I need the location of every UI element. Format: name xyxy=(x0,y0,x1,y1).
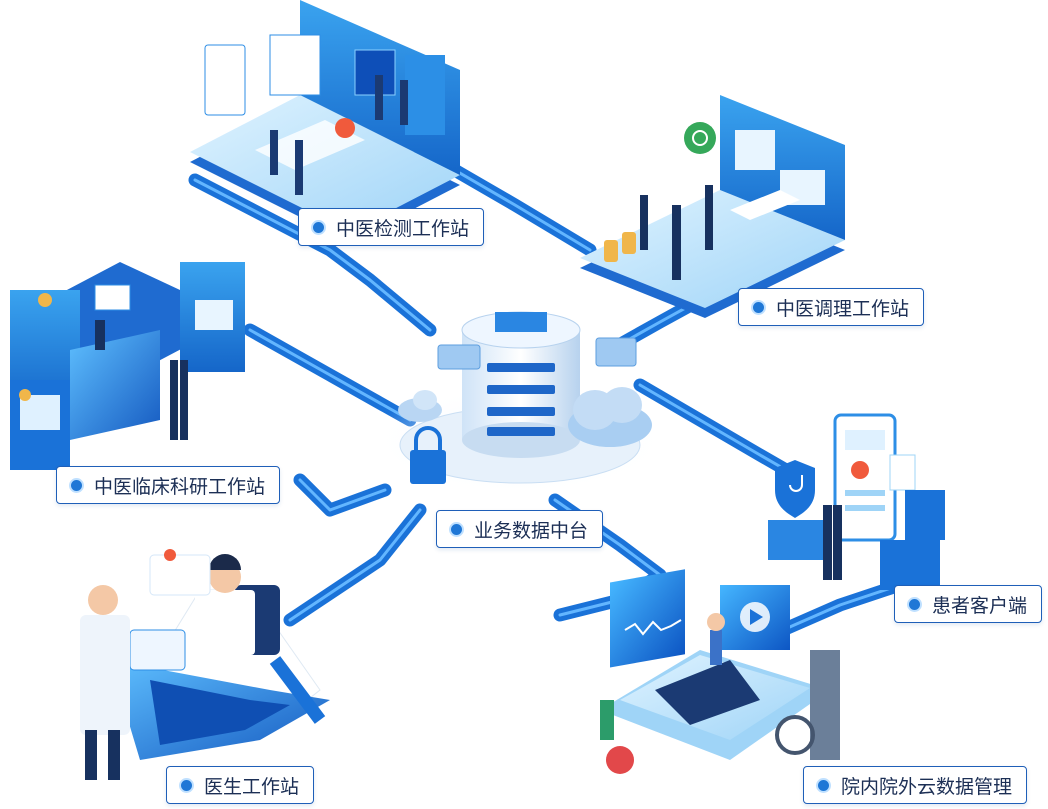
bullet-icon xyxy=(449,521,464,537)
label-text: 中医检测工作站 xyxy=(336,217,470,240)
bullet-icon xyxy=(69,477,84,493)
chat-icon xyxy=(437,337,637,370)
label-detect-workstation[interactable]: 中医检测工作站 xyxy=(298,208,485,246)
heart-icon xyxy=(889,454,916,491)
label-cloud-data-management[interactable]: 院内院外云数据管理 xyxy=(803,766,1028,804)
patient-illustration xyxy=(768,413,945,590)
bullet-icon xyxy=(311,219,326,235)
pipe-doctor xyxy=(283,503,427,627)
bullet-icon xyxy=(179,777,194,793)
label-doctor-workstation[interactable]: 医生工作站 xyxy=(166,766,315,804)
care-room-illustration xyxy=(580,95,845,318)
detect-room-illustration xyxy=(190,0,460,242)
research-room-illustration xyxy=(10,262,245,470)
shield-icon xyxy=(775,460,815,518)
pipe-doctor-stub xyxy=(269,656,326,724)
doctor-illustration xyxy=(80,549,330,780)
rehab-illustration xyxy=(600,569,840,774)
label-data-center[interactable]: 业务数据中台 xyxy=(436,510,604,548)
center-platform xyxy=(370,311,670,495)
label-text: 中医调理工作站 xyxy=(776,297,910,320)
cloud-icon xyxy=(568,387,652,447)
cloud-icon xyxy=(398,390,442,422)
label-text: 业务数据中台 xyxy=(474,519,589,542)
server-icon xyxy=(461,311,581,458)
bullet-icon xyxy=(816,777,831,793)
bullet-icon xyxy=(907,596,922,612)
label-text: 中医临床科研工作站 xyxy=(94,475,266,498)
label-text: 医生工作站 xyxy=(204,775,300,798)
bullet-icon xyxy=(751,299,766,315)
lock-icon xyxy=(410,426,446,484)
label-text: 院内院外云数据管理 xyxy=(841,775,1013,798)
stethoscope-icon xyxy=(684,122,716,154)
play-icon xyxy=(740,602,770,632)
label-research-workstation[interactable]: 中医临床科研工作站 xyxy=(56,466,281,504)
label-patient-client[interactable]: 患者客户端 xyxy=(894,585,1043,623)
label-text: 患者客户端 xyxy=(932,594,1028,617)
label-care-workstation[interactable]: 中医调理工作站 xyxy=(738,288,925,326)
